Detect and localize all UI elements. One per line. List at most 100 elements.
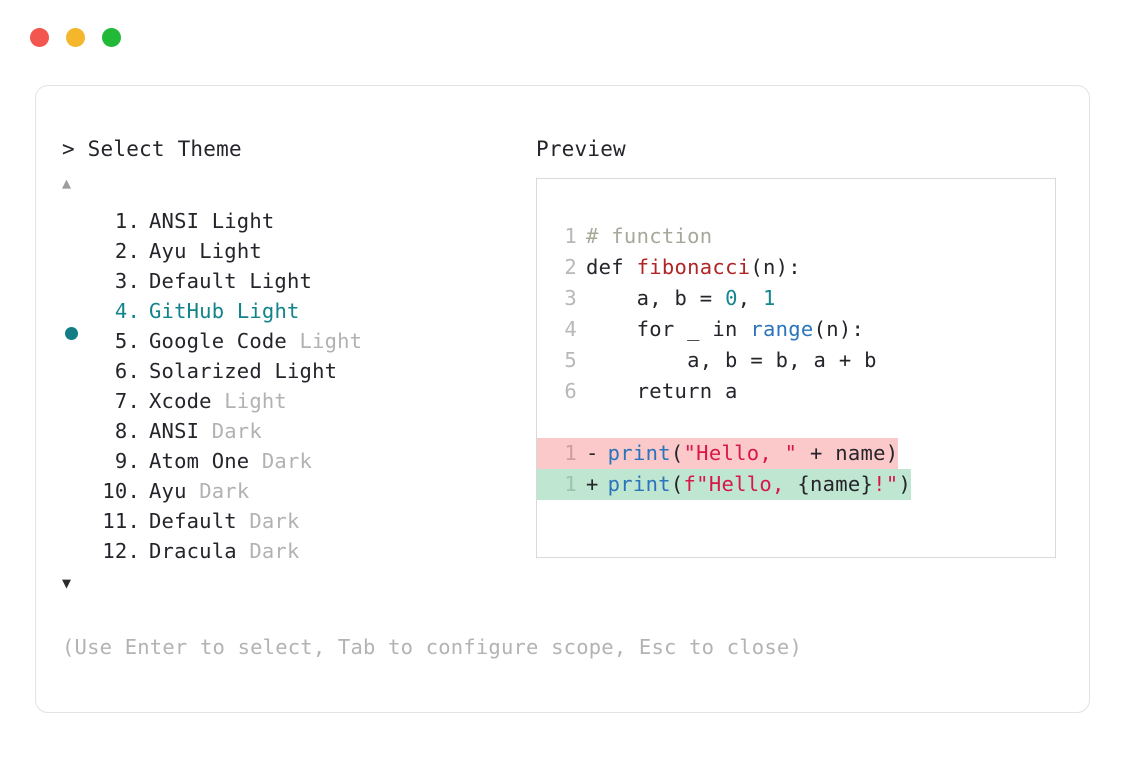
- code-token: (: [670, 472, 684, 496]
- code-line: 1# function: [537, 221, 1055, 252]
- scroll-down-arrow-icon[interactable]: ▼: [62, 574, 72, 592]
- code-token: fibonacci: [636, 255, 751, 279]
- theme-item-variant: Dark: [199, 479, 250, 503]
- theme-item-number: 2.: [114, 239, 140, 263]
- theme-item-number: 11.: [102, 509, 140, 533]
- theme-item-space: [187, 476, 200, 506]
- theme-item-name: Solarized: [149, 359, 262, 383]
- scroll-up-arrow-icon[interactable]: ▲: [62, 174, 72, 192]
- code-token: ): [898, 472, 912, 496]
- panel-title-select-theme: > Select Theme: [62, 137, 242, 161]
- theme-item-number: 5.: [114, 329, 140, 353]
- theme-item-name: Ayu: [149, 479, 187, 503]
- code-line: 3 a, b = 0, 1: [537, 283, 1055, 314]
- theme-item-name: GitHub: [149, 299, 225, 323]
- theme-list-item[interactable]: 4. GitHub Light: [62, 296, 527, 340]
- code-line-text: a, b = 0, 1: [577, 283, 776, 314]
- theme-item-space: [224, 296, 237, 326]
- code-token: f"Hello,: [683, 472, 798, 496]
- theme-item-space: [212, 386, 225, 416]
- code-token: (: [670, 441, 684, 465]
- theme-item-name: ANSI: [149, 419, 200, 443]
- code-token: for _ in: [586, 317, 751, 341]
- theme-item-number: 6.: [114, 359, 140, 383]
- code-token: range: [750, 317, 814, 341]
- code-line-number: 5: [564, 348, 577, 372]
- theme-list-item[interactable]: 5. Google Code Light: [62, 326, 527, 356]
- code-token: a, b = b, a + b: [586, 348, 877, 372]
- code-token: {name}: [797, 472, 874, 496]
- theme-item-number: 1.: [114, 209, 140, 233]
- theme-item-number: 4.: [114, 299, 140, 323]
- theme-item-number: 9.: [114, 449, 140, 473]
- theme-item-variant: Light: [274, 359, 338, 383]
- theme-item-space: [199, 206, 212, 236]
- theme-item-variant: Light: [299, 329, 363, 353]
- theme-item-name: Atom One: [149, 449, 250, 473]
- diff-line-text: print(f"Hello, {name}!"): [599, 469, 911, 500]
- code-line-text: a, b = b, a + b: [577, 345, 877, 376]
- theme-list-item[interactable]: 10. Ayu Dark: [62, 476, 527, 506]
- code-line-text: # function: [577, 221, 712, 252]
- theme-item-space: [287, 326, 300, 356]
- theme-item-variant: Light: [249, 269, 313, 293]
- theme-item-number: 8.: [114, 419, 140, 443]
- theme-item-name: Xcode: [149, 389, 212, 413]
- diff-marker: -: [586, 441, 599, 465]
- theme-item-number: 3.: [114, 269, 140, 293]
- code-line-text: return a: [577, 376, 738, 407]
- theme-list-item[interactable]: 3. Default Light: [62, 266, 527, 296]
- code-line-number: 3: [564, 286, 577, 310]
- code-blank-line: [537, 407, 1055, 438]
- code-token: return a: [586, 379, 738, 403]
- panel-title-preview: Preview: [536, 137, 626, 161]
- theme-list-item[interactable]: 8. ANSI Dark: [62, 416, 527, 446]
- code-line-number: 4: [564, 317, 577, 341]
- theme-list-item[interactable]: 2. Ayu Light: [62, 236, 527, 266]
- theme-item-space: [199, 416, 212, 446]
- theme-item-variant: Light: [211, 209, 275, 233]
- maximize-window-button[interactable]: [102, 28, 121, 47]
- code-token: a, b =: [586, 286, 726, 310]
- theme-item-name: Google Code: [149, 329, 287, 353]
- code-line: 4 for _ in range(n):: [537, 314, 1055, 345]
- theme-list-item[interactable]: 11.Default Dark: [62, 506, 527, 536]
- theme-list-item[interactable]: 7.Xcode Light: [62, 386, 527, 416]
- theme-item-space: [249, 446, 262, 476]
- code-line-number: 2: [564, 255, 577, 279]
- theme-item-name: Default: [149, 269, 237, 293]
- theme-list-item[interactable]: 12.Dracula Dark: [62, 536, 527, 566]
- theme-item-name: Ayu: [149, 239, 187, 263]
- theme-item-space: [237, 506, 250, 536]
- theme-item-variant: Dark: [211, 419, 262, 443]
- theme-item-name: Default: [149, 509, 237, 533]
- code-token: ,: [737, 286, 764, 310]
- minimize-window-button[interactable]: [66, 28, 85, 47]
- code-token: + name): [797, 441, 899, 465]
- diff-added-line: 1 +print(f"Hello, {name}!"): [537, 469, 912, 500]
- theme-item-space: [187, 236, 200, 266]
- code-line-text: for _ in range(n):: [577, 314, 864, 345]
- theme-list-item[interactable]: 6. Solarized Light: [62, 356, 527, 386]
- selection-dot-icon: [65, 327, 78, 340]
- code-line: 6 return a: [537, 376, 1055, 407]
- theme-item-number: 7.: [114, 389, 140, 413]
- diff-line-number: 1: [564, 472, 577, 496]
- diff-marker: +: [586, 472, 599, 496]
- code-token: def: [586, 255, 637, 279]
- code-token: print: [607, 441, 671, 465]
- theme-list-item[interactable]: 9.Atom One Dark: [62, 446, 527, 476]
- code-token: 1: [763, 286, 776, 310]
- close-window-button[interactable]: [30, 28, 49, 47]
- theme-list-item[interactable]: 1.ANSI Light: [62, 206, 527, 236]
- theme-item-variant: Light: [236, 299, 300, 323]
- theme-item-number: 10.: [102, 479, 140, 503]
- diff-line-number: 1: [564, 441, 577, 465]
- theme-item-number: 12.: [102, 539, 140, 563]
- code-token: "Hello, ": [683, 441, 798, 465]
- theme-item-variant: Light: [199, 239, 262, 263]
